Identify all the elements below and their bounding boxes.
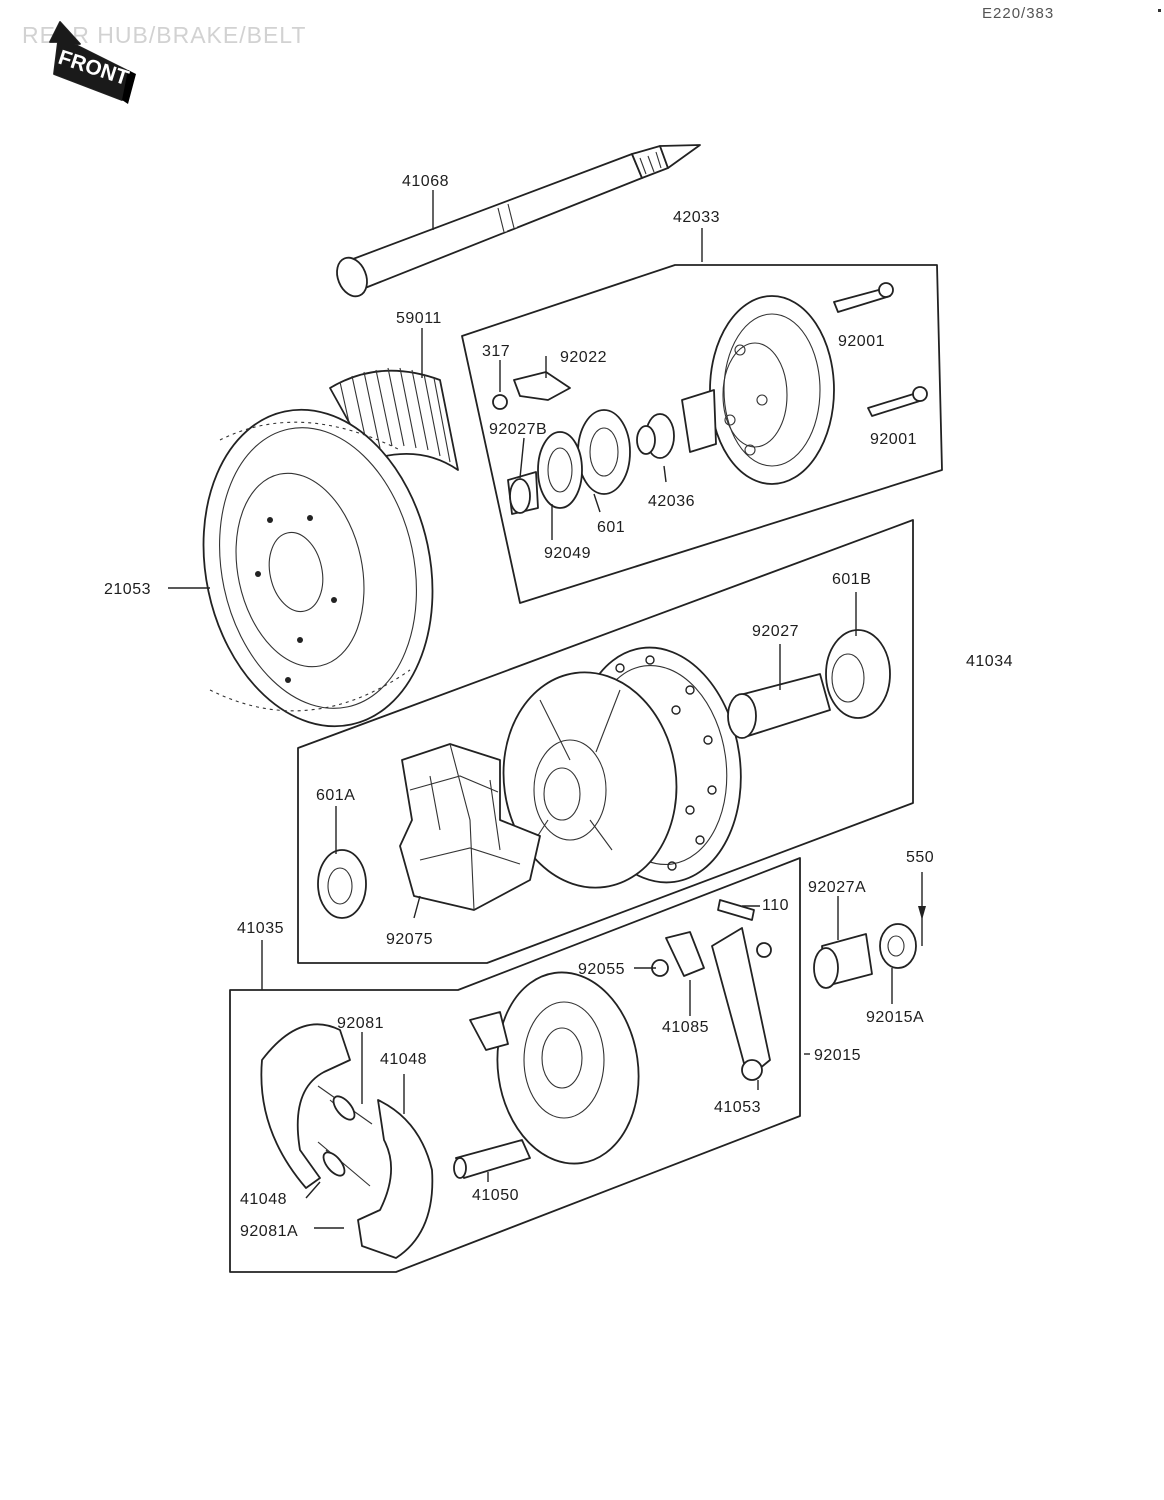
callout-59011: 59011 xyxy=(396,310,442,327)
hub-bearings xyxy=(492,371,631,515)
hub-drum xyxy=(636,295,835,485)
drive-belt xyxy=(329,367,459,471)
callout-42036: 42036 xyxy=(648,493,695,510)
wheel-hub-panel xyxy=(297,519,914,964)
callout-601B: 601B xyxy=(832,571,871,588)
chain-adjuster-parts xyxy=(813,872,926,989)
rear-sprocket xyxy=(202,408,434,728)
callout-92075: 92075 xyxy=(386,931,433,948)
callout-317: 317 xyxy=(482,343,510,360)
callout-92027A: 92027A xyxy=(808,879,866,896)
leader-lines xyxy=(168,190,893,1229)
rear-axle xyxy=(336,144,701,298)
callout-92081A: 92081A xyxy=(240,1223,298,1240)
callout-42033: 42033 xyxy=(673,209,720,226)
callout-92055: 92055 xyxy=(578,961,625,978)
callout-41048-upper: 41048 xyxy=(380,1051,427,1068)
callout-41048-lower: 41048 xyxy=(240,1191,287,1208)
callout-41053: 41053 xyxy=(714,1099,761,1116)
brake-panel xyxy=(229,857,801,1273)
callout-92027B: 92027B xyxy=(489,421,547,438)
callout-41050: 41050 xyxy=(472,1187,519,1204)
callout-41034: 41034 xyxy=(966,653,1013,670)
callout-601: 601 xyxy=(597,519,625,536)
callout-601A: 601A xyxy=(316,787,355,804)
callout-92027: 92027 xyxy=(752,623,799,640)
wheel-hub xyxy=(502,646,742,889)
callout-110: 110 xyxy=(762,897,789,914)
hub-assembly-panel xyxy=(461,264,943,604)
brake-shoes xyxy=(260,1023,434,1259)
callout-labels: 41068 42033 59011 317 92022 92001 92001 … xyxy=(104,173,1013,1240)
callout-21053: 21053 xyxy=(104,581,151,598)
damper-rubbers xyxy=(399,743,541,911)
callout-92015A: 92015A xyxy=(866,1009,924,1026)
callout-92081: 92081 xyxy=(337,1015,384,1032)
brake-lever xyxy=(651,899,772,1081)
corner-mark xyxy=(1158,9,1161,12)
front-direction-badge: FRONT xyxy=(49,21,136,104)
diagram-reference-code: E220/383 xyxy=(982,5,1055,22)
callout-92001-lower: 92001 xyxy=(870,431,917,448)
callout-92049: 92049 xyxy=(544,545,591,562)
callout-41085: 41085 xyxy=(662,1019,709,1036)
callout-92022: 92022 xyxy=(560,349,607,366)
brake-panel-plate xyxy=(453,971,640,1179)
hub-studs xyxy=(833,282,928,417)
callout-92015: 92015 xyxy=(814,1047,861,1064)
callout-41068: 41068 xyxy=(402,173,449,190)
callout-41035: 41035 xyxy=(237,920,284,937)
callout-92001-upper: 92001 xyxy=(838,333,885,350)
callout-550: 550 xyxy=(906,849,934,866)
hub-spacer-and-bearing xyxy=(317,629,891,919)
